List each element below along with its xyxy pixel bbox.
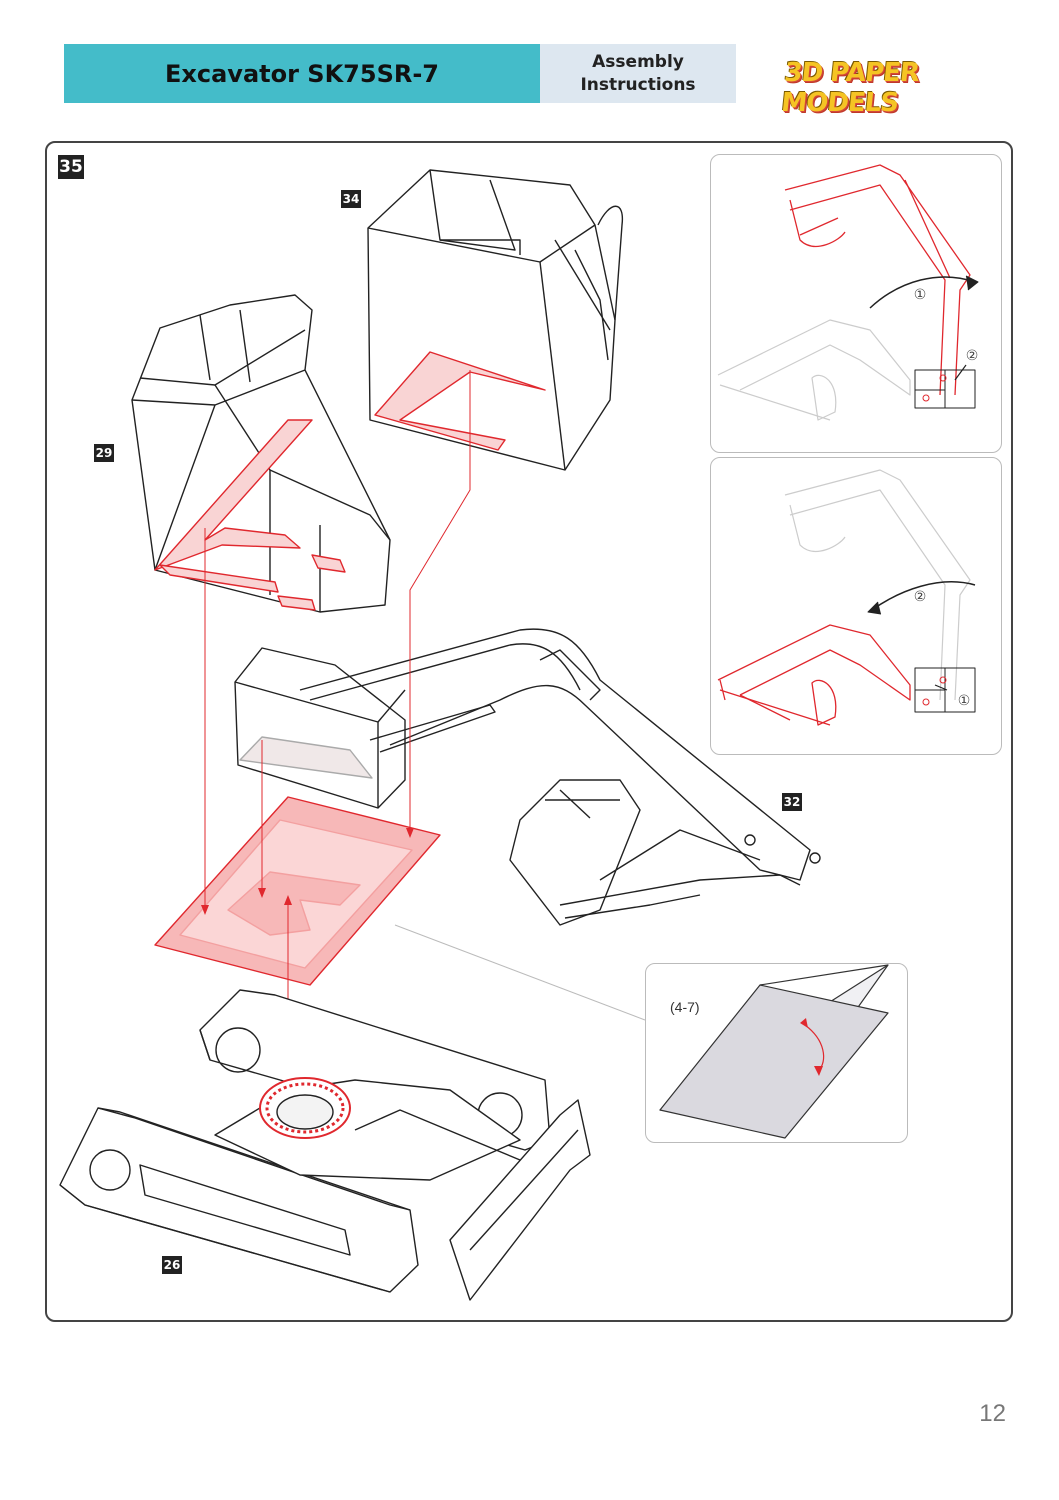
undercarriage-part-26 [59, 989, 591, 1301]
part-label-cab: 34 [341, 190, 361, 208]
document-subtitle: Assembly Instructions [540, 44, 736, 103]
inset-fold-panel [645, 963, 908, 1143]
document-title: Excavator SK75SR-7 [64, 44, 540, 103]
part-label-undercarriage: 26 [162, 1256, 182, 1274]
inset-middle-panel [710, 457, 1002, 755]
inset-top-panel [710, 154, 1002, 453]
fold-label: (4-7) [670, 999, 700, 1015]
step-number: 35 [58, 155, 84, 179]
subtitle-line-2: Instructions [580, 74, 696, 95]
instruction-frame [45, 141, 1013, 1322]
part-label-boom-arm: 32 [782, 793, 802, 811]
boom-arm-part-32 [234, 628, 821, 926]
part-label-engine-cover: 29 [94, 444, 114, 462]
cab-part-34 [367, 169, 624, 471]
page-number: 12 [979, 1400, 1006, 1427]
turntable-ring [259, 1077, 351, 1139]
subtitle-line-1: Assembly [592, 51, 684, 72]
document-title-text: Excavator SK75SR-7 [165, 59, 439, 88]
turntable-base-sheet [154, 796, 441, 986]
